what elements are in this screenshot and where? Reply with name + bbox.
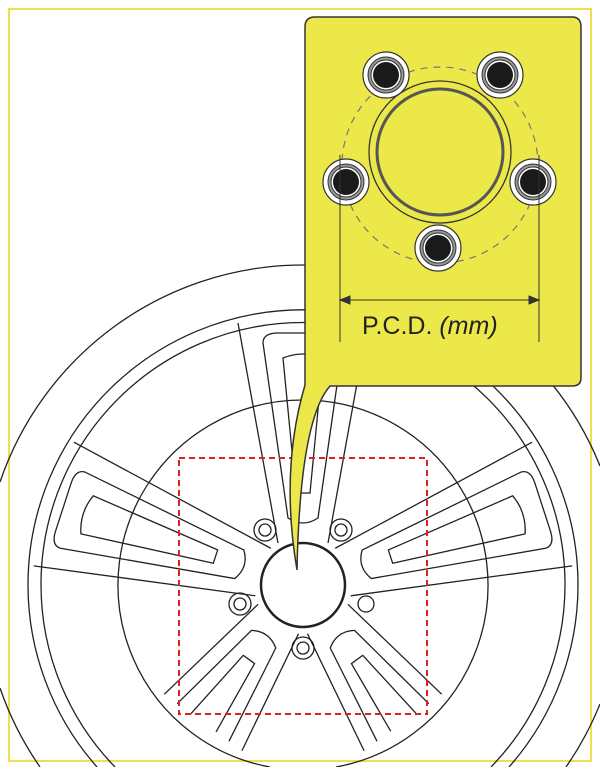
pcd-callout bbox=[289, 16, 582, 571]
wheel-drawing bbox=[0, 264, 600, 767]
spoke bbox=[306, 603, 443, 752]
lug-hole bbox=[362, 51, 410, 99]
center-bore bbox=[259, 541, 347, 629]
lug-hole bbox=[509, 158, 557, 206]
pcd-text: P.C.D. bbox=[362, 312, 433, 340]
lug-hole bbox=[322, 158, 370, 206]
spokes bbox=[33, 322, 573, 752]
pcd-label: P.C.D. (mm) bbox=[362, 312, 498, 341]
lug-hole bbox=[414, 224, 462, 272]
wheel-bolt-holes bbox=[228, 518, 375, 660]
callout-bolt-holes bbox=[322, 51, 557, 272]
image-frame bbox=[8, 8, 592, 762]
spoke bbox=[163, 603, 300, 752]
lug-hole bbox=[476, 51, 524, 99]
rim-outer bbox=[27, 309, 579, 767]
spoke bbox=[334, 441, 573, 597]
spoke bbox=[33, 441, 272, 597]
pcd-dimension bbox=[338, 155, 541, 342]
pcd-unit: (mm) bbox=[439, 312, 498, 340]
rim-inner bbox=[40, 321, 566, 767]
